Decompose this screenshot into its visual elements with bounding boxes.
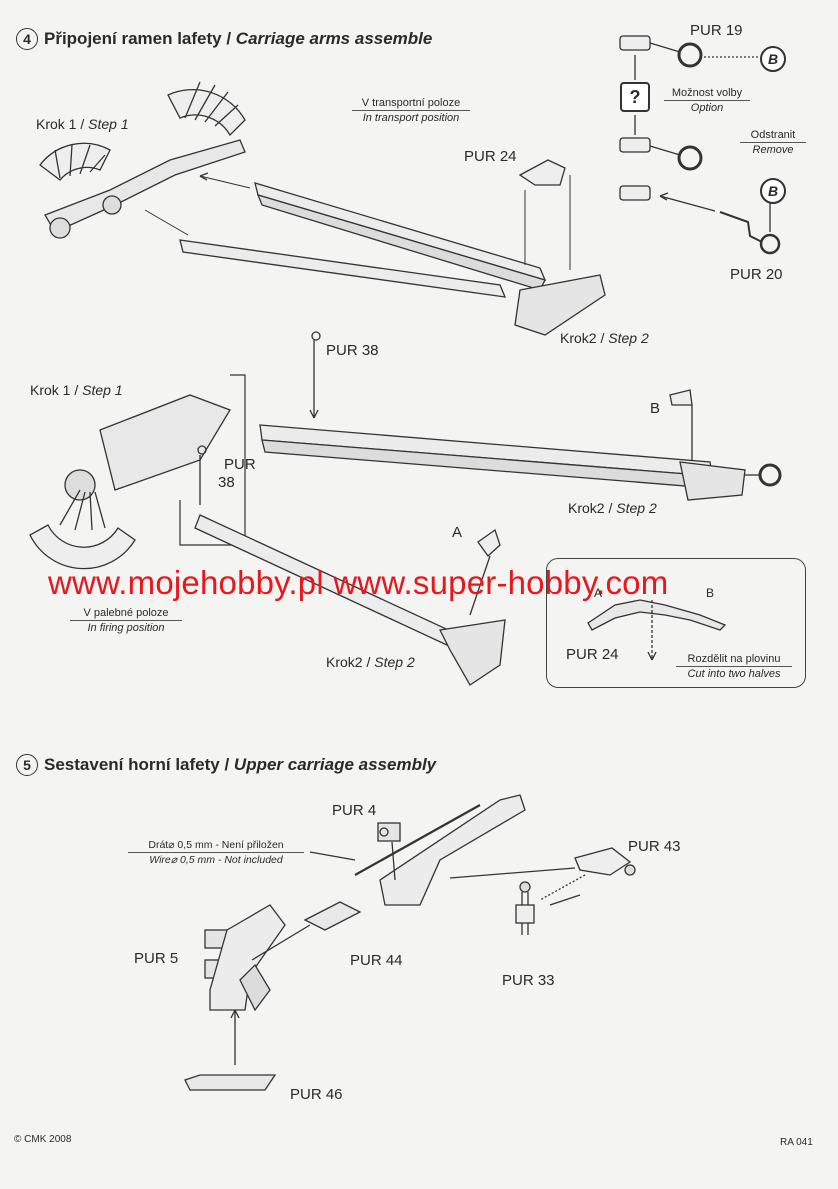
section5-title-cz: Sestavení horní lafety / (44, 755, 230, 774)
section4-title: 4 Připojení ramen lafety / Carriage arms … (16, 28, 432, 50)
footer-copyright: © CMK 2008 (14, 1134, 72, 1145)
step2-top-label: Krok2 / Step 2 (560, 330, 649, 346)
carriage-firing-drawing (29, 331, 782, 686)
badge-b-2: B (760, 178, 786, 204)
remove-en: Remove (740, 142, 806, 157)
letter-a-cut: A (594, 586, 603, 600)
option-cz: Možnost volby (671, 87, 743, 99)
footer-code: RA 041 (780, 1137, 813, 1148)
step1-mid-label: Krok 1 / Step 1 (30, 382, 123, 398)
firing-cz: V palebné poloze (83, 607, 169, 619)
badge-b-1: B (760, 46, 786, 72)
letter-b-cut: B (706, 586, 715, 600)
pur44-label: PUR 44 (350, 952, 403, 969)
section4-title-cz: Připojení ramen lafety / (44, 29, 232, 48)
cut-cz: Rozdělit na plovinu (687, 653, 781, 665)
pur19-label: PUR 19 (690, 22, 743, 39)
option-question-box: ? (620, 82, 650, 112)
remove-label: Odstranit Remove (740, 128, 806, 157)
wire-en: Wire⌀ 0,5 mm - Not included (128, 852, 304, 867)
pur5-label: PUR 5 (134, 950, 179, 967)
letter-b: B (650, 400, 661, 417)
transport-label: V transportní poloze In transport positi… (352, 96, 470, 125)
step1-top-en: Step 1 (88, 116, 129, 132)
step1-mid-cz: Krok 1 / (30, 382, 79, 398)
step1-top-label: Krok 1 / Step 1 (36, 116, 129, 132)
section5-title: 5 Sestavení horní lafety / Upper carriage… (16, 754, 436, 776)
pur38-a-label: PUR 38 (326, 342, 379, 359)
cut-en: Cut into two halves (676, 666, 792, 681)
step2-bot-cz: Krok2 / (326, 654, 371, 670)
cut-detail-drawing (587, 599, 727, 661)
firing-label: V palebné poloze In firing position (70, 606, 182, 635)
pur20-label: PUR 20 (730, 266, 783, 283)
pur24-cut-label: PUR 24 (566, 646, 619, 663)
section5-number: 5 (16, 754, 38, 776)
letter-a: A (452, 524, 463, 541)
section4-number: 4 (16, 28, 38, 50)
step2-bot-en: Step 2 (374, 654, 415, 670)
cut-detail-box (546, 558, 806, 688)
option-en: Option (664, 100, 750, 115)
watermark: www.mojehobby.pl www.super-hobby.com (48, 564, 669, 601)
pur38-b-line1: PUR (224, 456, 256, 473)
step2-top-en: Step 2 (608, 330, 649, 346)
pur46-label: PUR 46 (290, 1086, 343, 1103)
option-column-drawing (619, 35, 781, 255)
pur33-label: PUR 33 (502, 972, 555, 989)
step2-mid-en: Step 2 (616, 500, 657, 516)
step2-mid-label: Krok2 / Step 2 (568, 500, 657, 516)
option-label: Možnost volby Option (664, 86, 750, 115)
firing-en: In firing position (70, 620, 182, 635)
section4-title-en: Carriage arms assemble (235, 29, 433, 48)
step2-top-cz: Krok2 / (560, 330, 605, 346)
upper-carriage-drawing (184, 794, 636, 1091)
carriage-transport-drawing (39, 81, 606, 336)
section5-title-en: Upper carriage assembly (233, 755, 437, 774)
transport-en: In transport position (352, 110, 470, 125)
step1-top-cz: Krok 1 / (36, 116, 85, 132)
transport-cz: V transportní poloze (361, 97, 461, 109)
remove-cz: Odstranit (750, 129, 796, 141)
pur38-b-line2: 38 (218, 474, 235, 491)
wire-label: Drát⌀ 0,5 mm - Není přiložen Wire⌀ 0,5 m… (128, 838, 304, 867)
step2-mid-cz: Krok2 / (568, 500, 613, 516)
cut-label: Rozdělit na plovinu Cut into two halves (676, 652, 792, 681)
wire-cz: Drát⌀ 0,5 mm - Není přiložen (148, 839, 284, 851)
pur24-top-label: PUR 24 (464, 148, 517, 165)
step2-bot-label: Krok2 / Step 2 (326, 654, 415, 670)
step1-mid-en: Step 1 (82, 382, 123, 398)
pur4-label: PUR 4 (332, 802, 377, 819)
pur43-label: PUR 43 (628, 838, 681, 855)
